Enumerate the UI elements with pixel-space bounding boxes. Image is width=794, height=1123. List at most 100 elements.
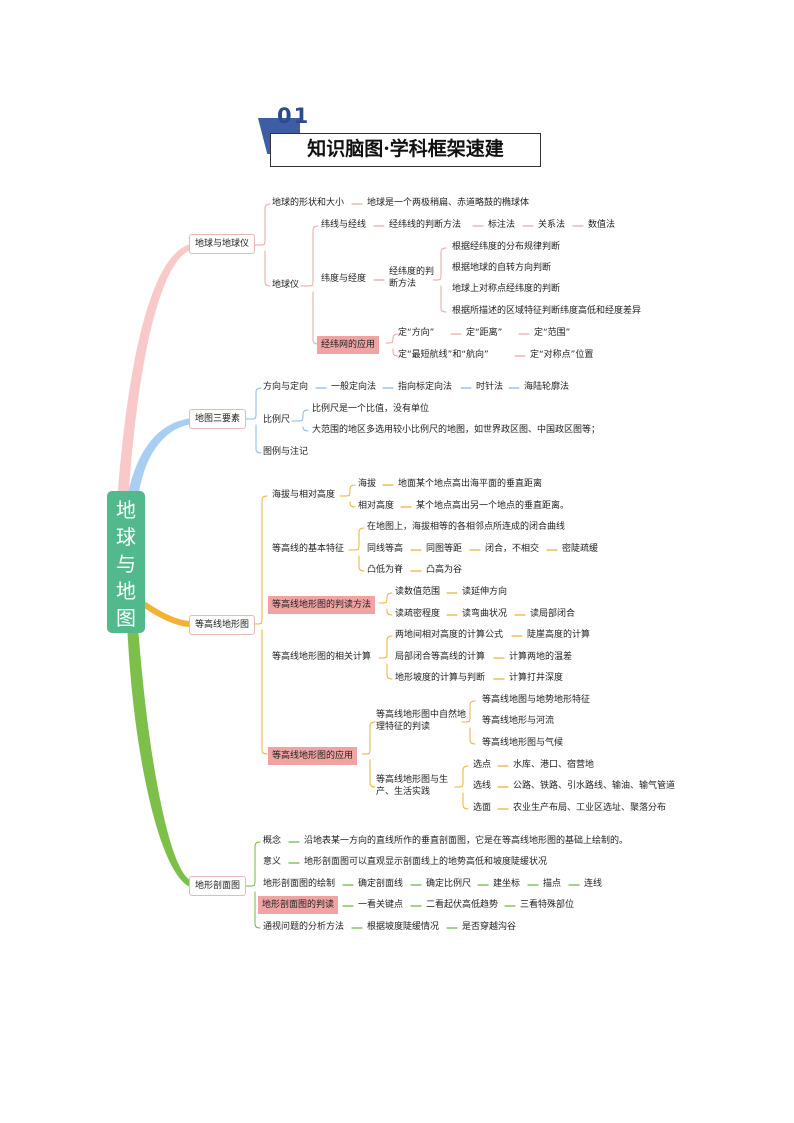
node-calc-1b: 陡崖高度的计算 [527,630,591,640]
connector-36 [255,495,268,625]
node-life-k1: 选点 [473,760,492,770]
node-calc-3a: 地形坡度的计算与判断 [395,673,486,683]
connector-17 [434,247,447,281]
node-meaning: 意义 [263,857,282,867]
node-dir-4: 海陆轮廓法 [524,382,570,392]
connector-66 [463,700,476,723]
connector-27 [255,424,262,454]
node-contour-6: 凸高为谷 [426,565,463,575]
branch-earth-globe[interactable]: 地球与地球仪 [189,234,256,254]
connector-64 [369,759,376,788]
connector-34 [302,426,309,432]
node-draw-3: 建坐标 [493,879,521,889]
node-method-1: 标注法 [488,220,516,230]
node-judge-3: 三看特殊部位 [520,900,575,910]
connector-2 [142,602,192,627]
connector-9 [306,225,319,287]
node-concept-desc: 沿地表某一方向的直线所作的垂直剖面图，它是在等高线地形图的基础上绘制的。 [304,836,629,846]
connector-69 [456,765,469,788]
node-draw-5: 连线 [584,879,603,889]
connector-76 [254,891,261,929]
branch-terrain-profile[interactable]: 地形剖面图 [189,876,247,896]
connector-5 [258,203,271,246]
connector-20 [386,333,399,344]
node-scale-2: 大范围的地区多选用较小比例尺的地图，如世界政区图、中国政区图等； [312,425,601,435]
connector-63 [363,721,376,755]
node-nature-3: 等高线地形图与气候 [482,738,564,748]
connector-0 [117,244,190,496]
node-dir-3: 时针法 [476,382,504,392]
node-latlon-method: 经纬线的判断方法 [389,220,462,230]
node-latlon-degrees: 纬度与经度 [321,274,367,284]
connector-51 [380,592,393,604]
node-read-5: 读局部闭合 [530,609,576,619]
node-judge-1: 一看关键点 [358,900,404,910]
node-globe: 地球仪 [272,280,300,290]
page-title: 知识脑图·学科框架速建 [270,133,541,167]
node-shape-size: 地球的形状和大小 [272,198,345,208]
connector-33 [296,409,309,422]
node-meaning-desc: 地形剖面图可以直观显示剖面线上的地势高低和坡度陡缓状况 [304,857,548,867]
node-natural-features: 等高线地形图中自然地理特征的判读 [376,710,467,732]
node-draw-2: 确定比例尺 [426,879,472,889]
node-life-v2: 公路、铁路、引水路线、输油、输气管道 [513,781,676,791]
connector-45 [358,555,365,572]
node-scale-1: 比例尺是一个比值，没有单位 [312,404,430,414]
node-nature-2: 等高线地形与河流 [482,716,555,726]
node-read-3: 读疏密程度 [395,609,441,619]
branch-contour-map[interactable]: 等高线地形图 [189,615,256,635]
node-calc-1a: 两地间相对高度的计算公式 [395,630,504,640]
connector-26 [249,387,262,420]
node-draw-1: 确定剖面线 [358,879,404,889]
node-sight-2: 是否穿越沟谷 [462,922,517,932]
node-alt-v2: 某个地点高出另一个地点的垂直距离。 [416,501,570,511]
node-degree-item-2: 根据地球的自转方向判断 [452,263,552,273]
node-app-1: 定“方向” [398,328,435,338]
node-calc-2a: 局部闭合等高线的计算 [395,652,486,662]
connector-6 [264,250,271,287]
node-production-life: 等高线地形图与生产、生活实践 [376,775,449,797]
mindmap-root[interactable]: 地球与地图 [107,491,145,633]
node-read-1: 读数值范围 [395,587,441,597]
node-app-3: 定“范围” [534,328,571,338]
node-degree-method: 经纬度的判断方法 [389,267,435,289]
node-draw-4: 描点 [543,879,562,889]
node-contour-application: 等高线地形图的应用 [268,747,358,765]
node-contour-1: 同线等高 [367,544,404,554]
node-sight-1: 根据坡度陡缓情况 [367,922,440,932]
connector-75 [248,841,261,887]
node-calc-3b: 计算打井深度 [509,673,564,683]
node-contour-3: 闭合，不相交 [485,544,540,554]
connector-40 [349,501,356,508]
node-contour-4: 密陡疏缓 [562,544,599,554]
node-contour-features: 等高线的基本特征 [272,544,345,554]
node-contour-def: 在地图上，海拔相等的各相邻点所连成的闭合曲线 [367,522,566,532]
root-label: 地球与地图 [116,498,136,630]
node-read-2: 读延伸方向 [462,587,508,597]
node-alt-k2: 相对高度 [358,501,395,511]
node-app-2: 定“距离” [466,328,503,338]
node-alt-v1: 地面某个地点高出海平面的垂直距离 [398,479,543,489]
node-judge-2: 二看起伏高低趋势 [426,900,499,910]
node-shape-desc: 地球是一个两极稍扁、赤道略鼓的椭球体 [367,198,530,208]
node-life-v1: 水库、港口、宿营地 [513,760,595,770]
node-nature-1: 等高线地图与地势地形特征 [482,695,591,705]
connector-37 [261,629,268,755]
node-sight-analysis: 通视问题的分析方法 [263,922,345,932]
node-scale: 比例尺 [263,415,291,425]
node-contour-2: 同图等距 [426,544,463,554]
node-altitude: 海拔与相对高度 [272,490,336,500]
connector-1 [127,418,190,496]
branch-map-elements[interactable]: 地图三要素 [189,409,247,429]
node-dir-2: 指向标定向法 [398,382,453,392]
node-contour-5: 凸低为脊 [367,565,404,575]
connector-70 [462,792,469,810]
connector-52 [386,608,393,616]
header-number: 01 [277,104,311,128]
connector-21 [392,348,399,357]
connector-3 [127,632,190,887]
node-life-v3: 农业生产布局、工业区选址、聚落分布 [513,803,667,813]
node-read-4: 读弯曲状况 [462,609,508,619]
node-contour-reading: 等高线地形图的判读方法 [268,596,376,614]
node-latlon-lines: 纬线与经线 [321,220,367,230]
